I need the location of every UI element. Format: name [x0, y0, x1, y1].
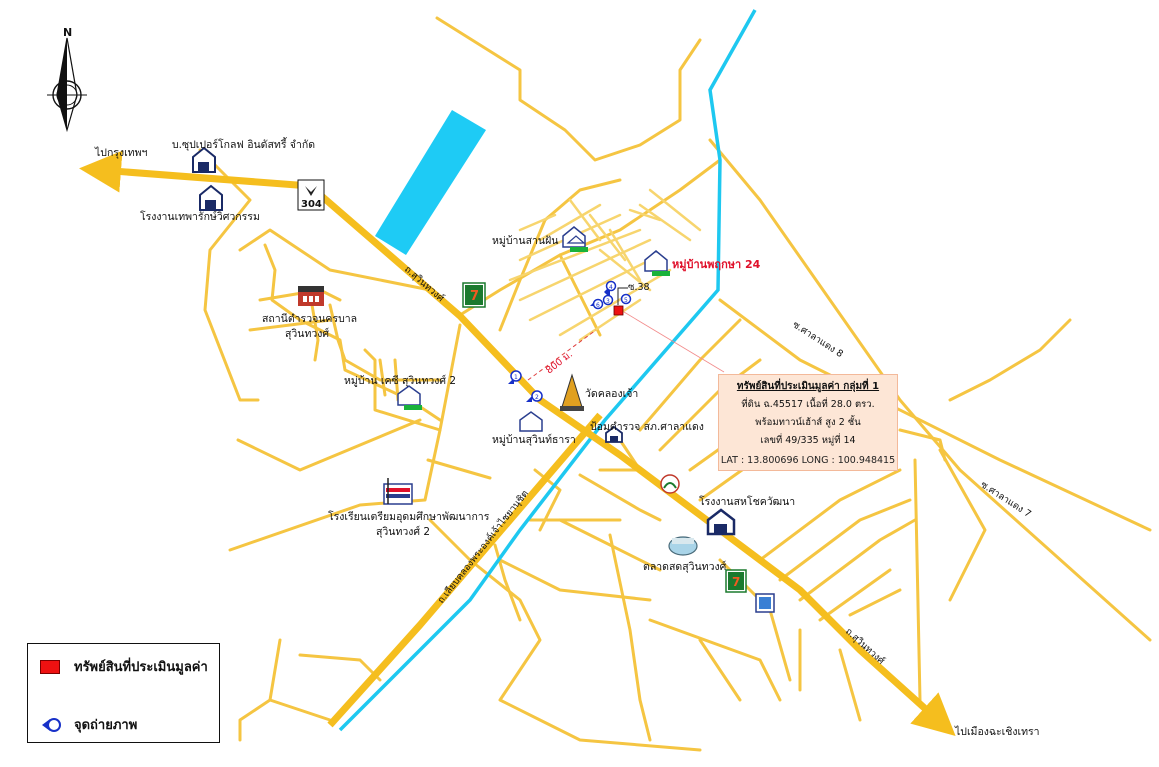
label-village-suwintara: หมู่บ้านสุวินท์ธารา: [492, 433, 576, 446]
label-wat: วัดคลองเจ้า: [585, 388, 638, 400]
label-road-salaeng-8: ซ.ศาลาแดง 8: [790, 319, 845, 360]
village-icon: [562, 226, 588, 252]
svg-text:7: 7: [732, 575, 740, 589]
label-to-bangkok: ไปกรุงเทพฯ: [94, 146, 148, 159]
village-icon: [397, 385, 422, 410]
label-village-sanfan: หมู่บ้านสานฝัน: [492, 235, 558, 247]
legend-photo-label: จุดถ่ายภาพ: [74, 718, 138, 733]
label-road-salaeng-7: ซ.ศาลาแดง 7: [978, 479, 1033, 520]
photo-point-label: 4: [609, 284, 613, 291]
property-info-box: ทรัพย์สินที่ประเมินมูลค่า กลุ่มที่ 1 ที่…: [718, 374, 898, 471]
label-police-station-2: สุวินทวงศ์: [285, 327, 329, 340]
info-box-line2: พร้อมทาวน์เฮ้าส์ สูง 2 ชั้น: [755, 417, 861, 428]
property-marker: [613, 305, 624, 316]
label-police-box: ป้อมตำรวจ สภ.ศาลาแดง: [590, 421, 704, 433]
label-distance: 800 ม.: [544, 349, 575, 376]
photo-point-label: 6: [596, 302, 600, 309]
canal: [338, 9, 757, 732]
photo-point-icon: 1: [508, 370, 522, 384]
photo-point-icon: 6: [590, 298, 604, 310]
label-village-pruksa: หมู่บ้านพฤกษา 24: [672, 258, 761, 272]
map-legend: ทรัพย์สินที่ประเมินมูลค่า จุดถ่ายภาพ: [27, 643, 220, 743]
svg-text:7: 7: [470, 289, 479, 304]
photo-point-legend-icon: [42, 717, 61, 732]
house-icon: [706, 508, 736, 536]
label-market: ตลาดสดสุวินทวงศ์: [643, 560, 727, 573]
lake: [375, 110, 486, 255]
photo-point-label: 3: [606, 298, 610, 305]
label-school-1: โรงเรียนเตรียมอุดมศึกษาพัฒนาการ: [328, 510, 490, 523]
label-to-chachoengsao: ไปเมืองฉะเชิงเทรา: [954, 725, 1040, 738]
market-icon: [668, 536, 698, 556]
label-road-canal: ถ.เลียบคลองพระองค์เจ้าไชยานุชิต: [435, 488, 531, 606]
temple-icon: [560, 373, 584, 411]
highway-shield-icon: 304: [297, 179, 325, 211]
village-icon: [519, 411, 543, 432]
legend-property-label: ทรัพย์สินที่ประเมินมูลค่า: [74, 660, 208, 675]
label-road-suwinthawong-1: ถ.สุวินทวงศ์: [402, 263, 447, 304]
seven-eleven-icon: 7: [725, 569, 747, 593]
soi-38-line: [617, 287, 628, 305]
info-box-latlong: LAT : 13.800696 LONG : 100.948415: [720, 455, 896, 466]
main-roads: [79, 150, 956, 737]
legend-row-property: ทรัพย์สินที่ประเมินมูลค่า: [40, 656, 208, 677]
house-icon: [192, 146, 216, 173]
leader-line: [623, 311, 725, 373]
house-icon: [199, 184, 223, 211]
school-icon: [383, 478, 413, 505]
photo-point-markers: 4 6 3 5 1 2: [508, 280, 632, 402]
legend-row-photo: จุดถ่ายภาพ: [40, 714, 137, 735]
property-swatch-icon: [40, 659, 60, 674]
photo-point-label: 5: [624, 297, 628, 304]
label-school-2: สุวินทวงศ์ 2: [376, 525, 430, 538]
photo-point-label: 2: [535, 394, 539, 401]
seven-eleven-icon: 7: [462, 282, 486, 308]
label-tepharak-factory: โรงงานเทพารักษ์วิศวกรรม: [140, 210, 260, 223]
label-village-kesri: หมู่บ้าน เคซี สุวินทวงศ์ 2: [344, 374, 456, 387]
distance-line: [527, 329, 597, 381]
photo-point-icon: 3: [602, 294, 614, 306]
photo-point-icon: 5: [620, 293, 632, 305]
north-compass: N: [47, 26, 87, 133]
info-box-line1: ที่ดิน ฉ.45517 เนื้อที่ 28.0 ตรว.: [741, 399, 875, 410]
bank-icon: [660, 474, 680, 494]
label-soi-38: ซ.38: [628, 282, 650, 293]
bank-icon: [755, 593, 775, 613]
label-police-station-1: สถานีตำรวจนครบาล: [262, 312, 357, 325]
minor-roads: [198, 16, 1152, 752]
label-supergolf: บ.ซุปเปอร์โกลฟ อินดัสทรี้ จำกัด: [172, 137, 315, 151]
village-sois: [508, 188, 702, 342]
photo-point-icon: 2: [526, 390, 543, 402]
village-icon: [644, 250, 670, 276]
label-road-suwinthawong-2: ถ.สุวินทวงศ์: [843, 625, 887, 666]
info-box-title: ทรัพย์สินที่ประเมินมูลค่า กลุ่มที่ 1: [736, 381, 880, 392]
label-factory-sahachok: โรงงานสหโชควัฒนา: [699, 495, 795, 508]
info-box-line3: เลขที่ 49/335 หมู่ที่ 14: [760, 435, 856, 446]
house-icon: [605, 425, 623, 443]
highway-number: 304: [301, 199, 322, 210]
police-station-icon: [298, 286, 324, 306]
compass-n-label: N: [63, 26, 72, 39]
photo-point-label: 1: [514, 374, 518, 381]
